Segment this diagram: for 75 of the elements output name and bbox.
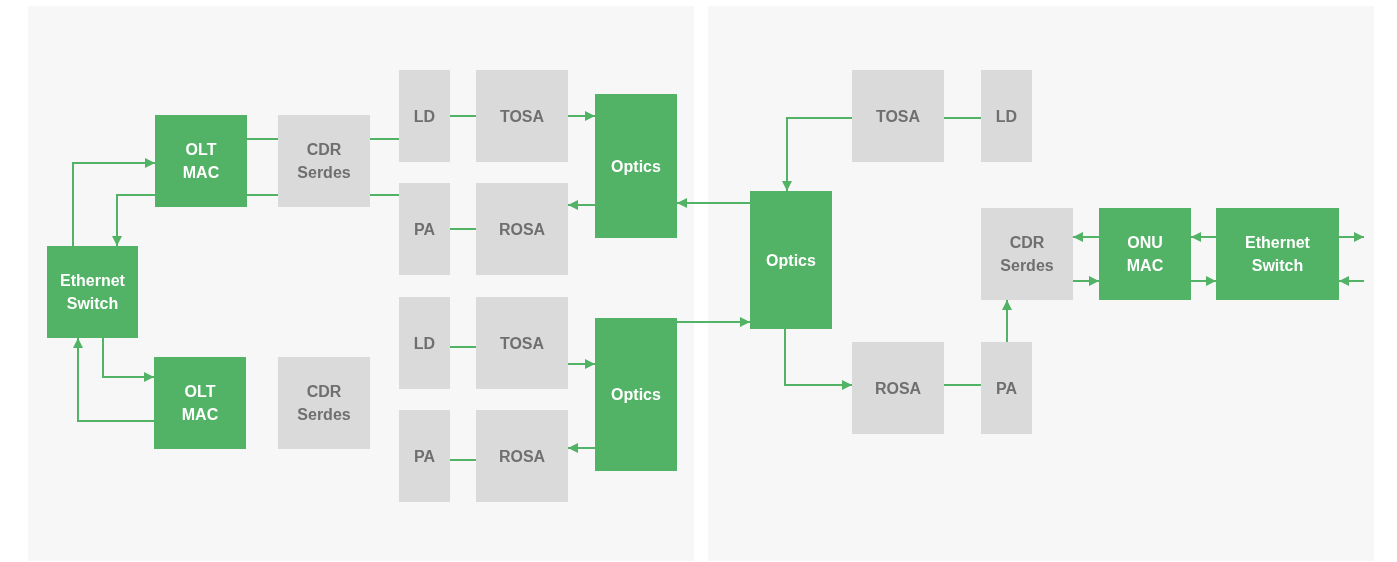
arrow bbox=[72, 158, 156, 247]
arrow bbox=[112, 194, 156, 247]
box-label: ROSA bbox=[873, 378, 923, 399]
arrow bbox=[567, 200, 596, 210]
box-label: Ethernet Switch bbox=[59, 271, 126, 314]
box-label: CDR Serdes bbox=[296, 140, 352, 183]
component-box bbox=[399, 410, 450, 502]
arrow bbox=[567, 359, 596, 369]
box-label: Optics bbox=[610, 156, 662, 177]
connector-line bbox=[449, 459, 477, 461]
component-box bbox=[278, 115, 370, 207]
box-label: TOSA bbox=[498, 106, 546, 127]
connector-line bbox=[246, 138, 279, 140]
box-label: OLT MAC bbox=[180, 382, 220, 425]
component-box bbox=[476, 183, 568, 275]
box-label: PA bbox=[994, 378, 1018, 399]
arrow bbox=[1072, 232, 1100, 242]
component-box bbox=[981, 342, 1032, 434]
box-label: PA bbox=[412, 446, 436, 467]
box-label: TOSA bbox=[874, 106, 922, 127]
process-box bbox=[1216, 208, 1339, 300]
arrow bbox=[1190, 276, 1217, 286]
box-label: ROSA bbox=[497, 446, 547, 467]
component-box bbox=[981, 208, 1073, 300]
box-label: CDR Serdes bbox=[296, 382, 352, 425]
box-label: PA bbox=[412, 219, 436, 240]
arrow bbox=[782, 117, 853, 192]
arrow bbox=[1338, 276, 1365, 286]
box-label: ROSA bbox=[497, 219, 547, 240]
component-box bbox=[852, 70, 944, 162]
box-label: Optics bbox=[610, 385, 662, 405]
arrow bbox=[567, 111, 596, 121]
box-label: LD bbox=[412, 333, 437, 354]
box-label: Ethernet Switch bbox=[1244, 233, 1311, 276]
process-box bbox=[595, 94, 677, 238]
component-box bbox=[852, 342, 944, 434]
arrow bbox=[73, 337, 155, 422]
connector-line bbox=[449, 228, 477, 230]
component-box bbox=[476, 70, 568, 162]
arrow bbox=[1338, 232, 1365, 242]
arrow bbox=[567, 443, 596, 453]
process-box bbox=[154, 357, 246, 449]
box-label: LD bbox=[994, 106, 1019, 127]
arrow bbox=[784, 328, 853, 390]
component-box bbox=[981, 70, 1032, 162]
arrow bbox=[676, 198, 751, 208]
connector-line bbox=[943, 117, 982, 119]
connector-line bbox=[246, 194, 279, 196]
connector-line bbox=[369, 194, 400, 196]
component-box bbox=[476, 297, 568, 389]
arrow bbox=[1002, 299, 1012, 343]
process-box bbox=[1099, 208, 1191, 300]
connector-line bbox=[449, 346, 477, 348]
component-box bbox=[399, 183, 450, 275]
component-box bbox=[399, 70, 450, 162]
process-box bbox=[750, 191, 832, 329]
box-label: Optics bbox=[765, 250, 817, 271]
box-label: OLT MAC bbox=[181, 140, 221, 183]
component-box bbox=[278, 357, 370, 449]
connector-line bbox=[943, 384, 982, 386]
box-label: LD bbox=[412, 106, 437, 127]
connector-line bbox=[449, 115, 477, 117]
process-box bbox=[595, 318, 677, 471]
box-label: ONU MAC bbox=[1125, 233, 1165, 276]
arrow bbox=[1190, 232, 1217, 242]
connector-line bbox=[369, 138, 400, 140]
process-box bbox=[47, 246, 138, 338]
component-box bbox=[399, 297, 450, 389]
component-box bbox=[476, 410, 568, 502]
arrow bbox=[102, 337, 155, 382]
box-label: CDR Serdes bbox=[999, 233, 1055, 276]
arrow bbox=[1072, 276, 1100, 286]
arrow bbox=[676, 317, 751, 327]
process-box bbox=[155, 115, 247, 207]
box-label: TOSA bbox=[498, 333, 546, 354]
